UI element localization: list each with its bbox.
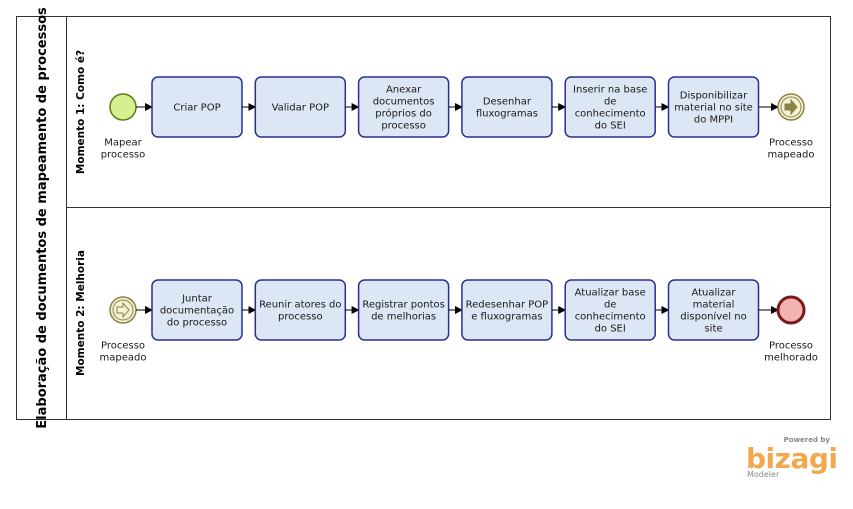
link-event-inner-circle: [112, 299, 134, 321]
task-label: Validar POP: [272, 103, 329, 114]
task-label-line: Reunir atores do: [259, 300, 341, 311]
task-label-line: Validar POP: [272, 103, 329, 114]
task-label-line: Juntar: [181, 294, 213, 305]
end-event[interactable]: [776, 295, 806, 325]
task-label-line: Atualizar base: [575, 288, 646, 299]
task-label-line: de: [604, 97, 617, 108]
task-label-line: do SEI: [595, 121, 626, 132]
link-catch-event[interactable]: [109, 296, 137, 324]
task-label-line: material no site: [674, 103, 753, 114]
start-event-label-line: mapeado: [100, 353, 147, 364]
task-label-line: fluxogramas: [476, 109, 538, 120]
link-event-inner-circle: [780, 96, 802, 118]
pool-title: Elaboração de documentos de mapeamento d…: [35, 7, 50, 429]
task-label-line: documentação: [160, 306, 234, 317]
task-label-line: e fluxogramas: [471, 312, 542, 323]
link-arrow-icon: [784, 98, 798, 116]
task-label-line: Disponibilizar: [680, 91, 748, 102]
task-label-line: do processo: [167, 318, 227, 329]
start-event[interactable]: [109, 93, 137, 121]
task-label-line: Anexar: [386, 85, 422, 96]
link-throw-event[interactable]: [777, 93, 805, 121]
lane-title-1: Momento 1: Como é?: [75, 50, 87, 174]
task-label-line: Redesenhar POP: [466, 300, 549, 311]
modeler-label: Modeler: [747, 470, 780, 479]
start-event-label-line: Processo: [101, 341, 145, 352]
task-label-line: do MPPI: [694, 115, 733, 126]
task-label-line: próprios do: [375, 108, 432, 120]
end-event-label-line: melhorado: [764, 353, 818, 364]
task-label-line: documentos: [373, 97, 435, 108]
task-label-line: site: [704, 324, 722, 335]
task-label-line: conhecimento: [575, 109, 646, 120]
task-label-line: disponível no: [680, 311, 746, 323]
task-label-line: do SEI: [595, 324, 626, 335]
task-label-line: processo: [278, 312, 323, 323]
task-label-line: Registrar pontos: [362, 300, 445, 311]
task-label-line: Criar POP: [173, 103, 220, 114]
task-label-line: conhecimento: [575, 312, 646, 323]
task-label-line: de melhorias: [371, 312, 436, 323]
task-label-line: material: [693, 300, 735, 311]
task-label-line: Atualizar: [691, 288, 736, 299]
lane-title-2: Momento 2: Melhoria: [75, 250, 87, 376]
powered-by-label: Powered by: [783, 436, 830, 444]
link-event-outer-circle: [109, 296, 137, 324]
start-event-label-line: Mapear: [104, 138, 142, 149]
task-label-line: de: [604, 300, 617, 311]
task-label-line: Desenhar: [483, 97, 532, 108]
start-event-label-line: processo: [101, 150, 146, 161]
bizagi-branding: Powered by bizagi Modeler: [744, 436, 838, 480]
end-event-label-line: Processo: [769, 341, 813, 352]
bizagi-logo: bizagi: [746, 442, 838, 475]
end-event-label-line: Processo: [769, 138, 813, 149]
link-arrow-icon: [116, 301, 130, 319]
end-event-label-line: mapeado: [768, 150, 815, 161]
task-label-line: Inserir na base: [573, 85, 647, 96]
task-label: Criar POP: [173, 103, 220, 114]
task-label-line: processo: [381, 121, 426, 132]
